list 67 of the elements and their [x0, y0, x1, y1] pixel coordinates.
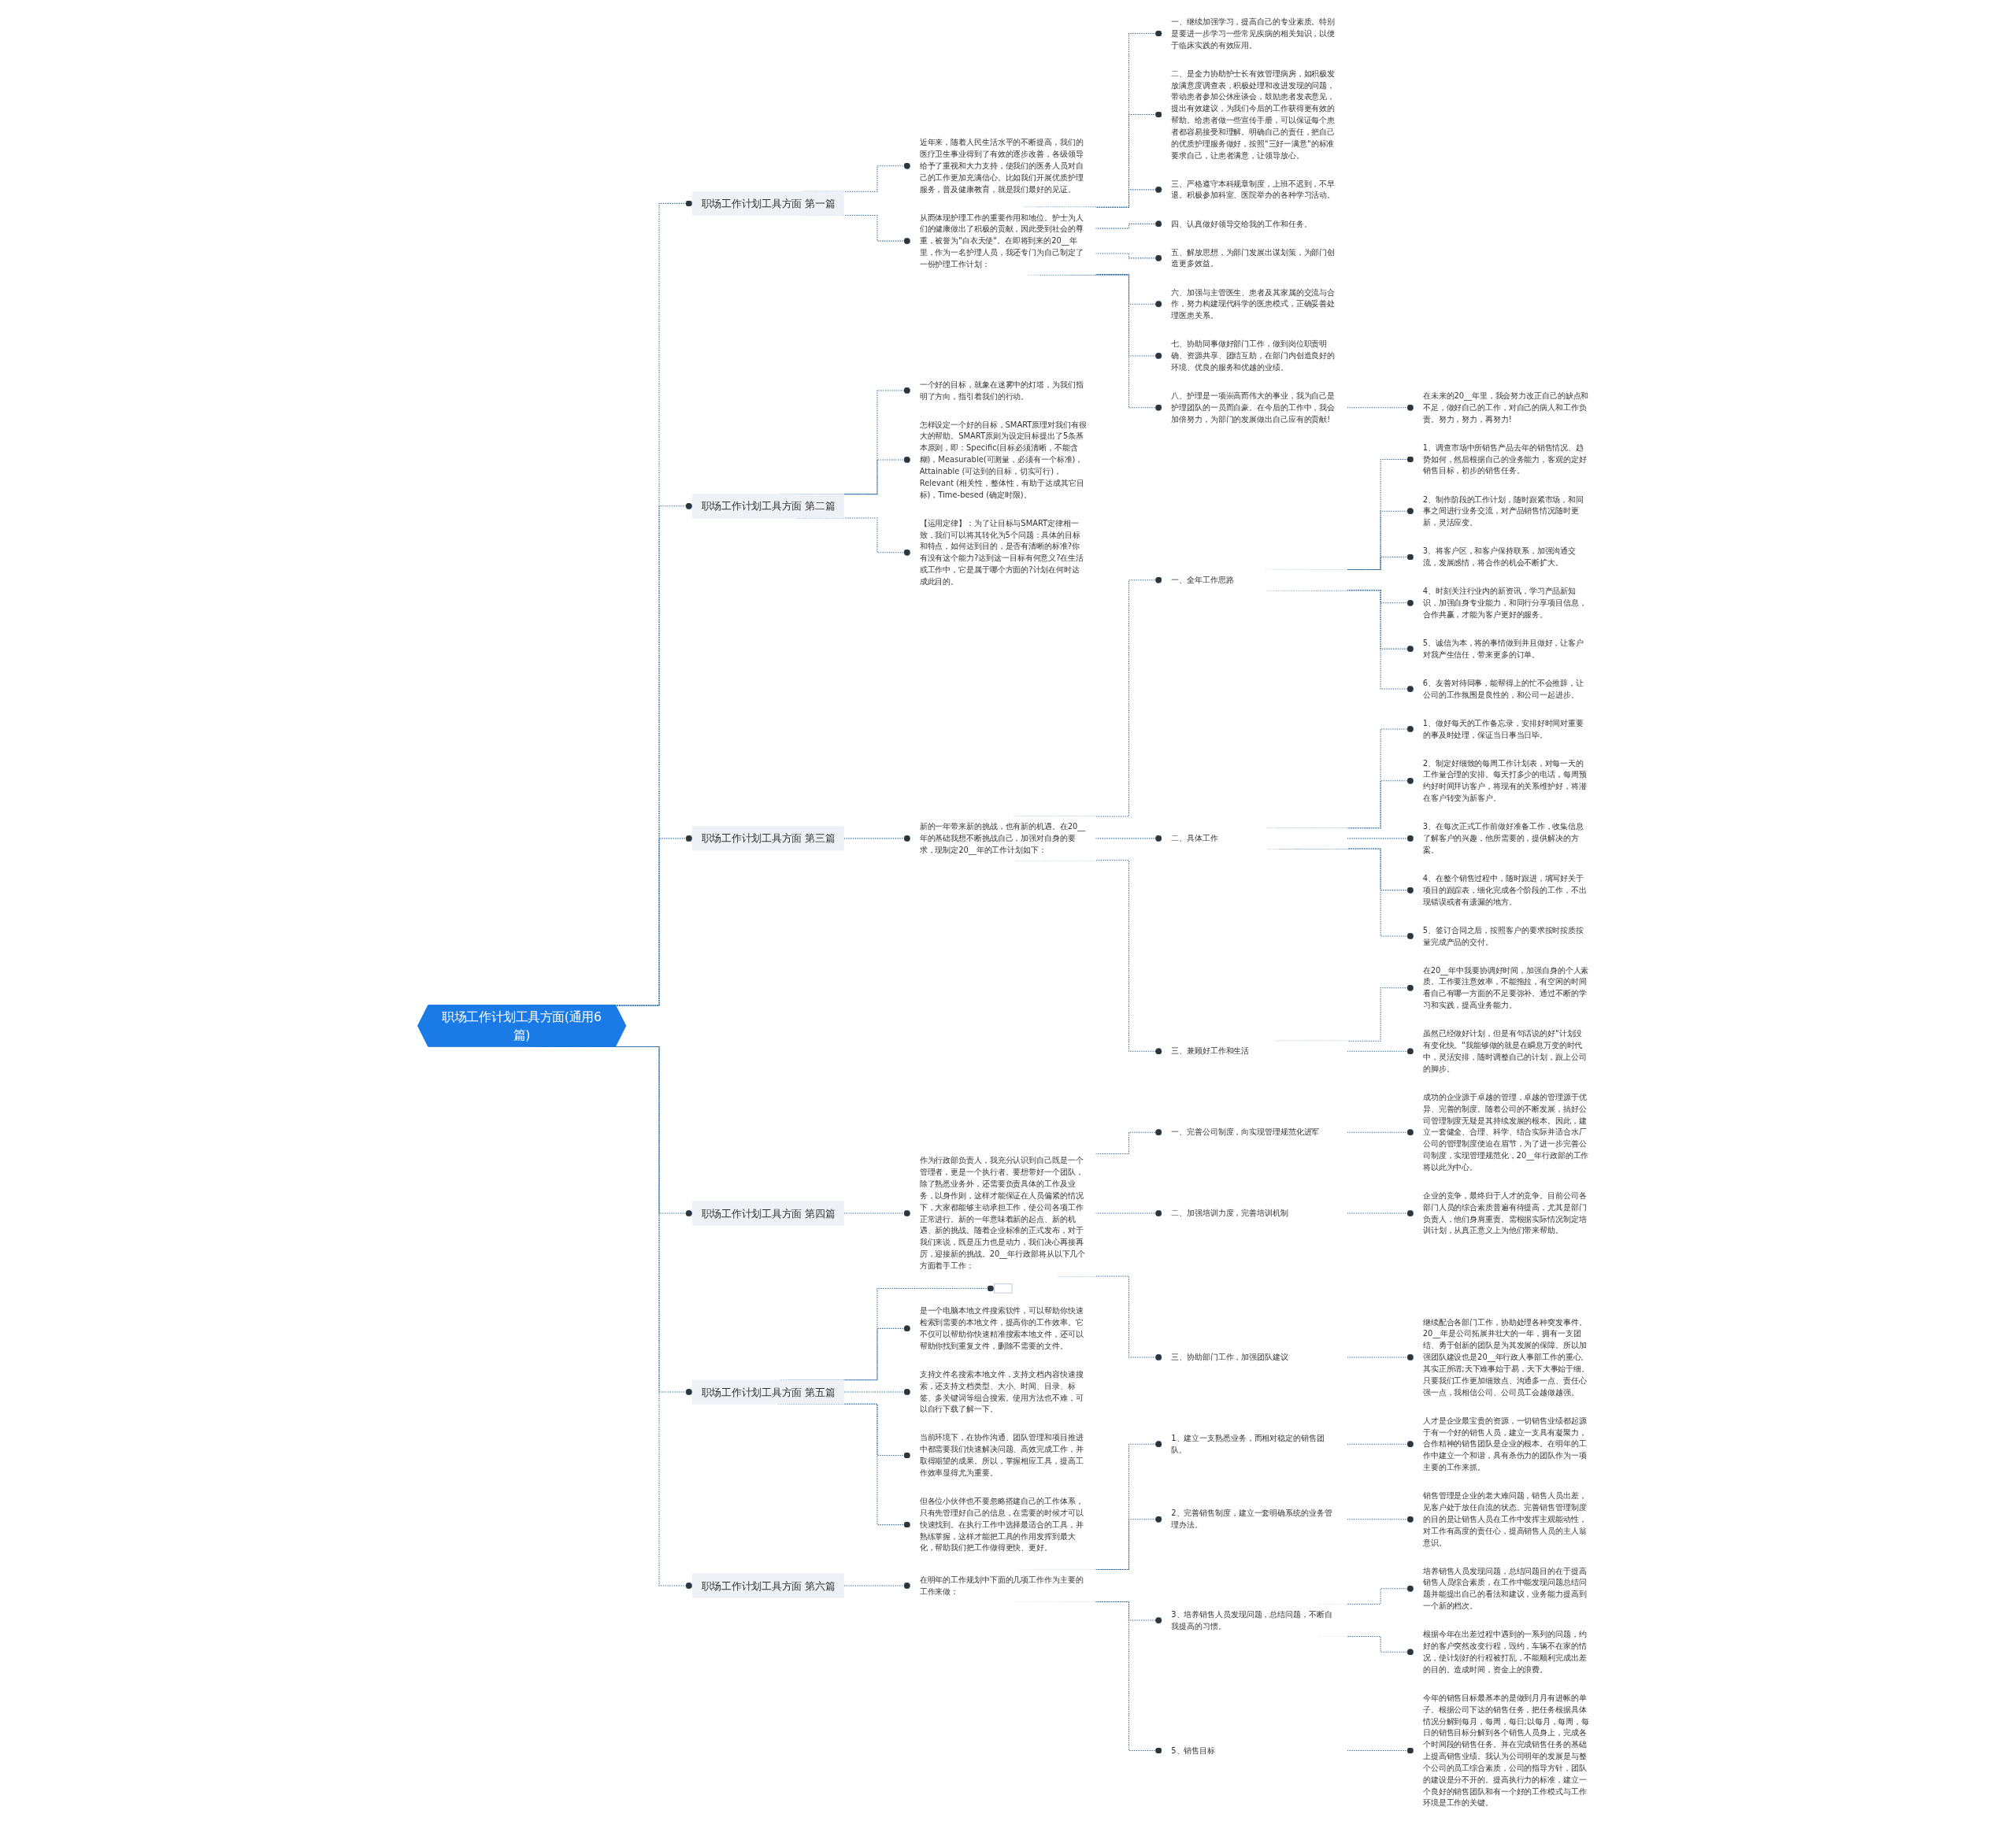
node-text: 5、销售目标 [1170, 1745, 1215, 1755]
node-text: 2、完善销售制度，建立一套明确系统的业务管理办法。 [1170, 1508, 1332, 1530]
node-text: 企业的竞争，最终归于人才的竞争。目前公司各部门人员的综合素质普遍有待提高，尤其是部门负责人，他们身肩重责。需根据实际情况制定培训计划，从真正意义上为他们带来帮助。 [1422, 1190, 1587, 1235]
node-text: 是一个电脑本地文件搜索软件，可以帮助你快速检索到需要的本地文件，提高你的工作效率。它不仅可以帮助你快速精准搜索本地文件，还可以帮助你找到重复文件，删除不需要的文件。 [919, 1306, 1084, 1350]
node-text: 当前环境下，在协作沟通、团队管理和项目推进中都需要我们快速解决问题、高效完成工作，并取得期望的成果。所以，掌握相应工具，提高工作效率显得尤为重要。 [919, 1433, 1084, 1478]
node-text: 五、解放思想，为部门发展出谋划策，为部门创造更多效益。 [1170, 247, 1335, 268]
connector [1346, 1747, 1414, 1754]
node-text: 6、友善对待同事，能帮得上的忙不会推辞，让公司的工作氛围是良性的，和公司一起进步。 [1422, 678, 1584, 699]
node-box [993, 1283, 1012, 1294]
node-box: 职场工作计划工具方面 第五篇 [691, 1379, 844, 1405]
node-text: 七、协助同事做好部门工作，做到岗位职责明确、资源共享、团结互助，在部门内创造良好的环境、优良的服务和优越的业绩。 [1170, 339, 1335, 372]
node-text: 今年的销售目标最基本的是做到月月有进帐的单子。根据公司下达的销售任务，把任务根据具体情况分解到每月，每周，每日;以每月，每周，每日的销售目标分解到各个销售人员身上，完成各个时间段的销售任务。并在完成销售任务的基础上提高销售业绩。我认为公司明年的发展是与整个公司的员工综合素质，公司的指导方针，团队的建设是分不开的。提高执行力的标准，建立一个良好的销售团队和有一个好的工作模式与工作环境是工作的关键。 [1422, 1693, 1589, 1808]
node-text: 二、是全力协助护士长有效管理病房，如积极发放满意度调查表，积极处理和改进发现的问题，带动患者参加公休座谈会，鼓励患者发表意见，提出有效建议，为我们今后的工作获得更有效的帮助。给患者做一些宣传手册，可以保证每个患者都容易接受和理解。明确自己的责任，把自己的优质护理服务做好，按照"三好一满意"的标准要求自己，让患者满意，让领导放心。 [1170, 68, 1335, 160]
connector [1346, 1516, 1414, 1523]
connector [1346, 1209, 1414, 1217]
node-text: 支持文件名搜索本地文件，支持文档内容快速搜索，还支持文档类型、大小、时间、目录、标签、多关键词等组合搜索。使用方法也不难，可以自行下载了解一下。 [919, 1369, 1084, 1414]
node-text: 2、制定好细致的每周工作计划表，对每一天的工作量合理的安排。每天打多少的电话，每周预约好时间拜访客户，将现有的关系维护好，将潜在客户转变为新客户。 [1422, 758, 1587, 803]
node-text: 4、在整个销售过程中，随时跟进，填写好关于项目的跟踪表，细化完成各个阶段的工作，不出现错误或者有遗漏的地方。 [1422, 873, 1587, 906]
node-text: 一、继续加强学习，提高自己的专业素质。特别是要进一步学习一些常见疾病的相关知识，以便于临床实践的有效应用。 [1170, 17, 1335, 50]
node-text: 三、严格遵守本科规章制度，上班不迟到，不早退。积极参加科室、医院举办的各种学习活动。 [1170, 179, 1335, 200]
node-text: 3、将客户区，和客户保持联系，加强沟通交流，发展感情，将合作的机会不断扩大。 [1422, 546, 1576, 568]
connector [1095, 220, 1163, 229]
node-text: 培养销售人员发现问题，总结问题目的在于提高销售人员综合素质，在工作中能发现问题总结问题并能提出自己的看法和建议，业务能力提高到一个新的档次。 [1422, 1566, 1587, 1611]
node-text: 一、完善公司制度，向实现管理规范化进军 [1170, 1127, 1319, 1137]
connector [1095, 1209, 1163, 1217]
node-text: 人才是企业最宝贵的资源，一切销售业绩都起源于有一个好的销售人员，建立一支具有凝聚力，合作精神的销售团队是企业的根本。在明年的工作中建立一个和谐，具有杀伤力的团队作为一项主要的工作来抓。 [1422, 1416, 1587, 1472]
node-text: 2、制作阶段的工作计划，随时跟紧市场，和同事之间进行业务交流，对产品销售情况随时更新，灵活应变。 [1422, 494, 1584, 528]
connector [1346, 1441, 1414, 1448]
node-text: 近年来，随着人民生活水平的不断提高，我们的医疗卫生事业得到了有效的逐步改善，各级领导给予了重视和大力支持，使我们的医务人员对自己的工作更加充满信心。比如我们开展优质护理服务，普及健康教育，就是我们最好的见证。 [919, 137, 1084, 194]
node-text: 六、加强与主管医生、患者及其家属的交流与合作，努力构建现代科学的医患模式，正确妥善处理医患关系。 [1170, 287, 1335, 320]
node-text: 3、在每次正式工作前做好准备工作，收集信息了解客户的兴趣，他所需要的，提供解决的方案。 [1422, 822, 1584, 855]
node-text: 1、做好每天的工作备忘录，安排好时间对重要的事及时处理，保证当日事当日毕。 [1422, 718, 1584, 739]
connector [1346, 1128, 1414, 1136]
node-text: 二、加强培训力度，完善培训机制 [1170, 1209, 1288, 1218]
node-text: 四、认真做好领导交给我的工作和任务。 [1170, 219, 1311, 228]
node-box: 职场工作计划工具方面 第二篇 [691, 494, 844, 519]
node-text: 八、护理是一项崇高而伟大的事业，我为自己是护理团队的一员而自豪。在今后的工作中，我会加倍努力，为部门的发展做出自己应有的贡献! [1170, 391, 1335, 424]
connector [1095, 253, 1163, 262]
node-text: 【运用定律】：为了让目标与SMART定律相一致，我们可以将其转化为5个问题：具体的目标和特点，如何达到目的，是否有清晰的标准?你有没有这个能力?达到这一目标有何意义?在生活或工作中，它是属于哪个方面的?计划在何时达成此目的。 [919, 518, 1084, 587]
node-text: 4、时刻关注行业内的新资讯，学习产品新知识，加强自身专业能力，和同行分享项目信息，合作共赢，才能为客户更好的服务。 [1422, 586, 1587, 619]
connector [1346, 835, 1414, 842]
connector [1346, 1048, 1414, 1055]
node-text: 1、调查市场中所销售产品去年的销售情况、趋势如何，然后根据自己的业务能力，客观的定好销售目标，初步的销售任务。 [1422, 442, 1587, 476]
node-text: 5、签订合同之后，按照客户的要求按时按质按量完成产品的交付。 [1422, 925, 1584, 946]
connector [1095, 1128, 1163, 1154]
node-text: 但各位小伙伴也不要忽略搭建自己的工作体系，只有先管理好自己的信息，在需要的时候才可以快速找到。在执行工作中选择最适合的工具，并熟练掌握，这样才能把工具的作用发挥到最大化，帮助我们把工作做得更快、更好。 [919, 1496, 1084, 1553]
node-text: 一个好的目标，就象在迷雾中的灯塔，为我们指明了方向，指引着我们的行动。 [919, 379, 1084, 401]
node-text: 根据今年在出差过程中遇到的一系列的问题，约好的客户突然改变行程，毁约，车辆不在家的情况，使计划好的行程被打乱，不能顺利完成出差的目的。造成时间，资金上的浪费。 [1422, 1630, 1587, 1674]
node-box: 职场工作计划工具方面 第四篇 [691, 1201, 844, 1226]
node-text: 5、诚信为本，将的事情做到并且做好，让客户对我产生信任，带来更多的订单。 [1422, 638, 1584, 659]
node-box: 职场工作计划工具方面 第一篇 [691, 191, 844, 216]
node-text: 作为行政部负责人，我充分认识到自己既是一个管理者，更是一个执行者。要想带好一个团队，除了熟悉业务外，还需要负责具体的工作及业务，以身作则，这样才能保证在人员偏紧的情况下，大家都能够主动承担工作，使公司各项工作正常进行。新的一年意味着新的起点、新的机遇、新的挑战。随着企业标准的正式发布，对于我们来说，既是压力也是动力，我们决心再接再厉，迎接新的挑战。20__年行政部将从以下几个方面着手工作： [919, 1156, 1085, 1271]
node-text: 虽然已经做好计划，但是有句话说的好"计划没有变化快。"我能够做的就是在瞬息万变的时代中，灵活安排，随时调整自己的计划，跟上公司的脚步。 [1422, 1029, 1587, 1073]
node-text: 怎样设定一个好的目标，SMART原理对我们有很大的帮助。SMART原则为设定目标提出了5条基本原则，即：Specific(目标必须清晰，不能含糊)，Measurable(可测量，必须有一个标准)，Attainable (可达到的目标，切实可行)，Relevant (相关性，整体性，有助于达成其它目标)，Time-besed (确定时限)。 [919, 420, 1087, 499]
node-box: 职场工作计划工具方面 第三篇 [691, 826, 844, 851]
node-text: 继续配合各部门工作，协助处理各种突发事件。20__年是公司拓展并壮大的一年，拥有一支团结、勇于创新的团队是为其发展的保障。所以加强团队建设也是20__年行政人事部工作的重心。其实正所谓;天下难事始于易，天下大事始于细。只要我们工作更加细致点、沟通多一点、责任心强一点，我相信公司、公司员工会越做越强。 [1422, 1317, 1589, 1397]
node-text: 销售管理是企业的老大难问题，销售人员出差，见客户处于放任自流的状态。完善销售管理制度的目的是让销售人员在工作中发挥主观能动性，对工作有高度的责任心，提高销售人员的主人翁意识。 [1422, 1491, 1587, 1547]
node-text: 3、培养销售人员发现问题，总结问题，不断自我提高的习惯。 [1170, 1609, 1332, 1631]
node-text: 三、协助部门工作，加强团队建议 [1170, 1352, 1288, 1362]
connector [1346, 404, 1414, 411]
connector [1095, 835, 1163, 842]
node-text: 在20__年中我要协调好时间，加强自身的个人素质。工作要注意效率，不能拖拉，有空闲的时间看自己有哪一方面的不足要弥补。通过不断的学习和实践，提高业务能力。 [1422, 965, 1588, 1010]
node-text: 在未来的20__年里，我会努力改正自己的缺点和不足，做好自己的工作，对自己的病人和工作负责。努力，努力，再努力! [1422, 391, 1588, 424]
node-box: 职场工作计划工具方面 第六篇 [691, 1573, 844, 1598]
node-text: 成功的企业源于卓越的管理，卓越的管理源于优异、完善的制度。随着公司的不断发展，搞好公司管理制度无疑是其持续发展的根本。因此，建立一套健全、合理、科学、结合实际并适合水厂公司的管理制度便迫在眉节，为了进一步完善公司制度，实现管理规范化，20__年行政部的工作将以此为中心。 [1422, 1092, 1588, 1172]
node-text: 1、建立一支熟悉业务，而相对稳定的销售团队。 [1170, 1433, 1325, 1454]
connector [1346, 1353, 1414, 1361]
